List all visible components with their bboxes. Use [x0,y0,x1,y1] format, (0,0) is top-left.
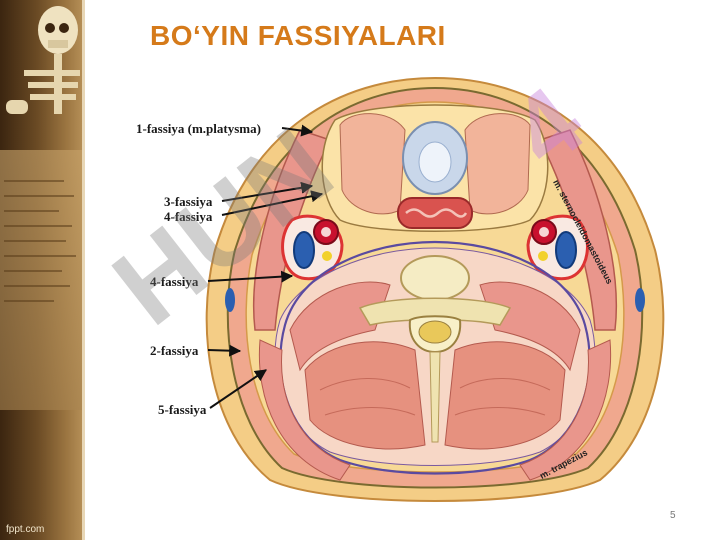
trapezius-right [519,339,612,481]
label-fascia-4-lower: 4-fassiya [150,274,199,289]
label-fascia-1: 1-fassiya (m.platysma) [136,121,261,136]
external-jugular-right [635,288,645,312]
sidebar-paper-texture [0,150,82,410]
sidebar-text-line [4,225,72,227]
esophagus [397,197,473,229]
footer-brand: fppt.com [6,524,45,535]
spinal-cord [418,320,452,344]
sidebar-text-line [4,210,59,212]
deep-back-muscle-left [304,341,426,450]
sidebar-divider [82,0,85,540]
vertebral-arch [358,297,512,326]
label-fascia-2: 2-fassiya [150,343,199,358]
label-fascia-5: 5-fassiya [158,402,207,417]
strap-muscle-right [464,113,531,215]
trapezius-left [258,339,351,481]
slide-title: BO‘YIN FASSIYALARI [150,20,446,51]
sidebar-text-line [4,195,74,197]
sidebar-text-line [4,180,64,182]
strap-muscle-left [339,113,406,215]
skeleton-icon [6,6,80,114]
page-number: 5 [670,510,676,521]
sidebar-text-line [4,300,54,302]
label-fascia-4-upper: 4-fassiya [164,209,213,224]
larynx-lumen [418,141,452,183]
deep-back-muscle-right [444,341,566,450]
spinous-process [429,351,441,443]
sidebar-text-line [4,285,70,287]
sidebar-text-line [4,240,66,242]
label-fascia-3: 3-fassiya [164,194,213,209]
sidebar-text-line [4,270,62,272]
sidebar-text-line [4,255,76,257]
decorative-sidebar: fppt.com [0,0,82,540]
carotid-sheath-left [281,214,344,281]
carotid-sheath-right [526,214,589,281]
scalene-left [289,281,391,372]
external-jugular-left [225,288,235,312]
scalene-right [479,281,581,372]
neck-cross-section-diagram [205,76,665,502]
